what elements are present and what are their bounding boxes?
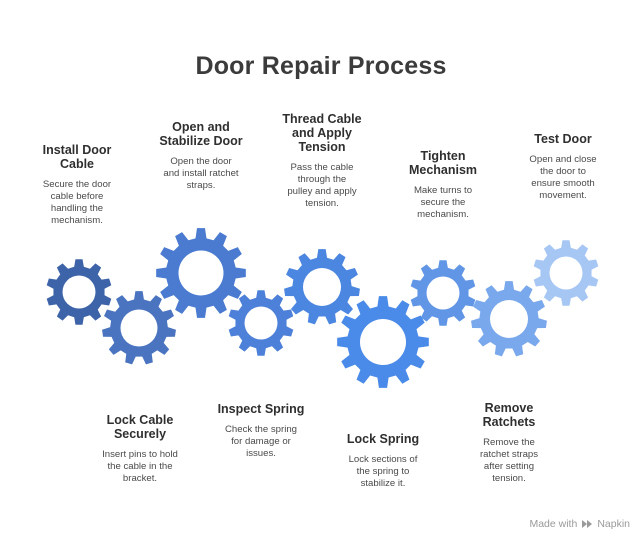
gear-hole <box>360 319 406 365</box>
gear-7 <box>410 260 476 326</box>
gear-hole <box>549 256 583 290</box>
footer-credit: Made with Napkin <box>529 518 630 530</box>
gear-4 <box>228 290 294 356</box>
gear-hole <box>490 300 528 338</box>
page-title: Door Repair Process <box>195 52 447 80</box>
gear-hole <box>120 309 158 347</box>
gear-9 <box>533 240 599 306</box>
made-with-label: Made with <box>529 518 578 530</box>
gear-6 <box>337 296 429 388</box>
gear-hole <box>178 250 224 296</box>
brand-label: Napkin <box>597 518 630 530</box>
napkin-logo-icon <box>582 520 593 528</box>
gear-2 <box>102 291 176 365</box>
gear-hole <box>426 276 460 310</box>
gear-1 <box>46 259 112 325</box>
step-title: Lock Spring <box>346 432 420 446</box>
step-title: Inspect Spring <box>217 402 305 416</box>
gear-5 <box>284 249 360 325</box>
gear-3 <box>156 228 246 318</box>
gear-hole <box>62 275 96 309</box>
step-title: Test Door <box>534 132 592 146</box>
gear-hole <box>244 306 278 340</box>
gear-8 <box>471 281 547 357</box>
gear-hole <box>303 268 341 306</box>
